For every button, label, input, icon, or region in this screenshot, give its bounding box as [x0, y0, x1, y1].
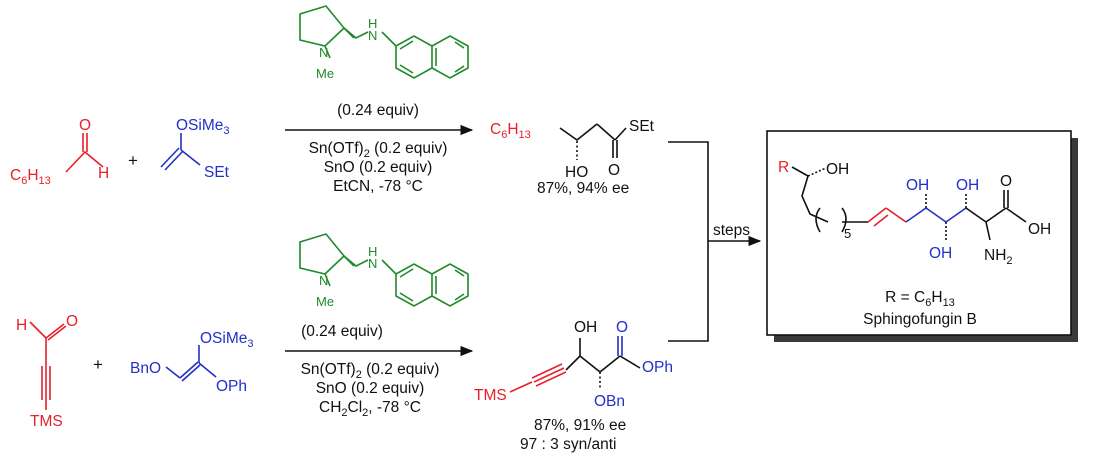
target-box-frame: [766, 130, 1072, 336]
conditions-2-lewis-acid: Sn(OTf)2 (0.2 equiv): [301, 361, 440, 381]
catalyst-1-structure: H N N Me: [299, 5, 469, 81]
conditions-1-lewis-acid: Sn(OTf)2 (0.2 equiv): [309, 140, 448, 160]
heptanal-r-group: C6H13: [10, 167, 51, 187]
catalyst-1-methyl: Me: [316, 66, 334, 81]
conditions-2-solvent-temp: CH2Cl2, -78 °C: [319, 399, 421, 419]
conditions-2-equiv: (0.24 equiv): [301, 323, 383, 340]
target-oh-2: OH: [929, 245, 952, 262]
heptanal-structure: C6H13 O H: [10, 117, 109, 187]
aldol-product-2: TMS OH O OPh OBn 87%, 91% ee 97 : 3 syn/…: [474, 319, 673, 453]
target-acid-oh: OH: [1028, 221, 1051, 238]
heptanal-carbonyl-h: H: [98, 165, 109, 182]
nucleophile-1-thio: SEt: [204, 164, 230, 181]
reaction-2: H O TMS + BnO OSiMe3 OPh: [16, 233, 673, 453]
target-repeat-count: 5: [844, 226, 851, 241]
nucleophile-2-benzyloxy: BnO: [130, 360, 161, 377]
plus-sign-2: +: [93, 355, 103, 374]
product-1-yield: 87%, 94% ee: [537, 180, 629, 197]
conditions-2: (0.24 equiv) Sn(OTf)2 (0.2 equiv) SnO (0…: [301, 323, 440, 419]
catalyst-2-n: N: [319, 273, 328, 288]
target-oh-1: OH: [906, 177, 929, 194]
nucleophile-2-phenoxy: OPh: [216, 378, 247, 395]
target-name: Sphingofungin B: [863, 311, 977, 328]
target-side-oh: OH: [826, 161, 849, 178]
target-amine: NH2: [984, 247, 1013, 267]
conditions-2-additive: SnO (0.2 equiv): [316, 380, 425, 397]
ynal-silyl: TMS: [30, 413, 63, 430]
catalyst-1-n: N: [319, 45, 328, 60]
product-1-carbonyl-o: O: [608, 162, 620, 179]
product-2-yield: 87%, 91% ee: [534, 417, 626, 434]
steps-label: steps: [713, 222, 750, 239]
product-2-silyl: TMS: [474, 387, 507, 404]
convergence-bracket: steps: [668, 141, 762, 342]
catalyst-2-methyl: Me: [316, 294, 334, 309]
target-box: R OH 5 OH OH OH O OH: [766, 130, 1078, 342]
catalyst-2-nh-n: N: [368, 256, 377, 271]
product-1-thio: SEt: [629, 118, 655, 135]
conditions-1: (0.24 equiv) Sn(OTf)2 (0.2 equiv) SnO (0…: [309, 102, 448, 195]
silyl-ketene-thioacetal-1: OSiMe3 SEt: [160, 117, 230, 181]
target-r: R: [778, 159, 789, 176]
target-r-definition: R = C6H13: [885, 289, 955, 309]
target-carbonyl-o: O: [1000, 173, 1012, 190]
aldol-product-1: C6H13 SEt O HO 87%, 94% ee: [490, 118, 655, 197]
product-2-hydroxyl: OH: [574, 319, 597, 336]
conditions-1-additive: SnO (0.2 equiv): [324, 159, 433, 176]
reaction-1: C6H13 O H + OSiMe3 SEt H N N Me: [10, 5, 655, 197]
catalyst-1-nh-n: N: [368, 28, 377, 43]
tms-propynal-structure: H O TMS: [16, 313, 78, 430]
silyl-ketene-acetal-2: BnO OSiMe3 OPh: [130, 330, 254, 395]
sphingofungin-b-structure: R OH 5 OH OH OH O OH: [778, 159, 1051, 267]
product-2-selectivity: 97 : 3 syn/anti: [520, 436, 617, 453]
heptanal-carbonyl-o: O: [79, 117, 91, 134]
catalyst-2-structure: H N N Me: [299, 233, 469, 309]
product-2-carbonyl-o: O: [616, 319, 628, 336]
product-1-r-group: C6H13: [490, 121, 531, 141]
product-2-phenoxy: OPh: [642, 359, 673, 376]
ynal-carbonyl-h: H: [16, 317, 27, 334]
plus-sign: +: [128, 151, 138, 170]
catalyst-2-nh-h: H: [368, 244, 377, 259]
product-2-benzyloxy: OBn: [594, 393, 625, 410]
ynal-carbonyl-o: O: [66, 313, 78, 330]
nucleophile-1-silyl: OSiMe3: [176, 117, 230, 137]
conditions-1-equiv: (0.24 equiv): [337, 102, 419, 119]
catalyst-1-nh-h: H: [368, 16, 377, 31]
target-oh-3: OH: [956, 177, 979, 194]
nucleophile-2-silyl: OSiMe3: [200, 330, 254, 350]
conditions-1-solvent-temp: EtCN, -78 °C: [333, 178, 423, 195]
product-1-hydroxyl: HO: [565, 164, 588, 181]
